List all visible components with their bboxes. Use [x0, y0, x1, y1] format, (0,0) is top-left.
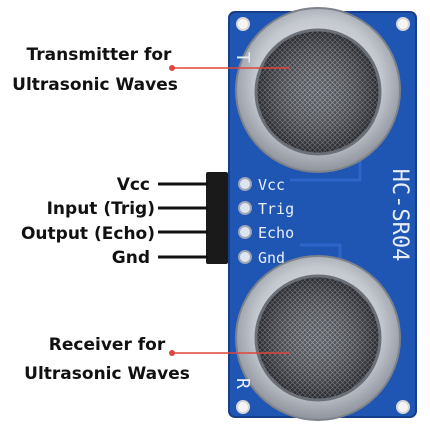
mounting-hole [396, 400, 410, 414]
silk-pin-echo: Echo [258, 224, 294, 242]
transmitter-label-line1: Transmitter for [26, 45, 172, 65]
receiver-label-line1: Receiver for [48, 335, 166, 355]
pointer-dot-receiver [169, 350, 175, 356]
mounting-hole [236, 17, 250, 31]
silk-pin-trig: Trig [258, 200, 294, 218]
label-gnd: Gnd [111, 248, 150, 268]
pad-trig [238, 201, 252, 215]
silk-pin-gnd: Gnd [258, 249, 285, 267]
pad-echo [238, 225, 252, 239]
receiver-label-line2: Ultrasonic Waves [24, 364, 190, 384]
pointer-dot-transmitter [169, 65, 175, 71]
receiver-can [235, 255, 401, 421]
silk-letter-t: T [232, 52, 253, 63]
label-echo: Output (Echo) [20, 224, 155, 244]
pad-gnd [238, 250, 252, 264]
pin-header [206, 172, 228, 264]
label-vcc: Vcc [116, 175, 150, 195]
silk-letter-r: R [232, 378, 253, 389]
mounting-hole [236, 400, 250, 414]
label-trig: Input (Trig) [46, 199, 155, 219]
mounting-hole [396, 17, 410, 31]
model-text: HC-SR04 [387, 169, 412, 262]
silk-pin-vcc: Vcc [258, 176, 285, 194]
pad-vcc [238, 177, 252, 191]
transmitter-label-line2: Ultrasonic Waves [12, 75, 178, 95]
transmitter-can [235, 7, 401, 173]
